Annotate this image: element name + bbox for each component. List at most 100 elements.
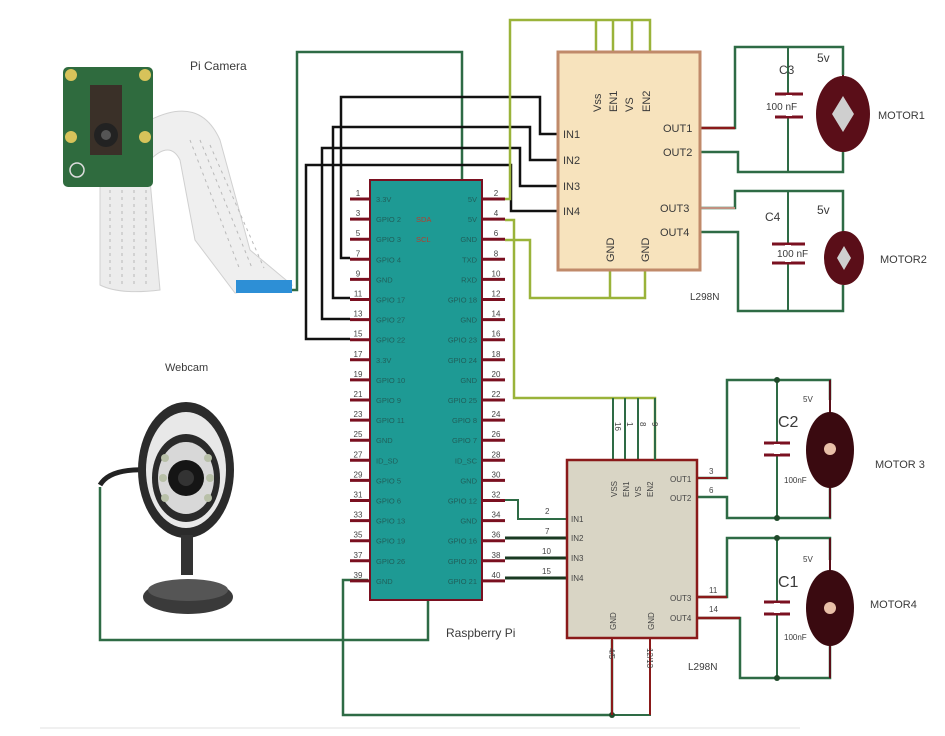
pi-pin-number: 16: [492, 330, 501, 339]
motor-4: [806, 538, 854, 678]
motor-3: [806, 380, 854, 518]
pi-pin-name: GND: [460, 316, 477, 325]
motor3-name: MOTOR 3: [875, 459, 925, 471]
pi-pin-name: GPIO 2: [376, 215, 401, 224]
wire-pi-in1-bottom: [505, 499, 567, 520]
l298n-top-out3: OUT3: [660, 203, 689, 215]
pi-pin-name: GPIO 5: [376, 476, 401, 485]
pi-pin-number: 11: [354, 290, 363, 299]
pi-pin-name: 5V: [468, 215, 477, 224]
pi-pin-name: GPIO 3: [376, 235, 401, 244]
pi-pin-name: GND: [460, 376, 477, 385]
motor4-voltage: 5V: [803, 555, 813, 564]
motor3-cap-value: 100nF: [784, 476, 807, 485]
motor1-cap-name: C3: [779, 63, 795, 77]
pi-pin-name: GND: [376, 275, 393, 284]
pi-pin-name: GND: [460, 476, 477, 485]
l298n-bottom-out4: OUT4: [670, 614, 692, 623]
motor2-cap-value: 100 nF: [777, 249, 808, 260]
l298n-top-pin-en1: EN1: [608, 91, 620, 112]
pi-pin-name: GPIO 13: [376, 517, 405, 526]
l298n-bottom-pinnum-vs: 8: [638, 422, 647, 427]
pi-pin-number: 37: [354, 551, 363, 560]
l298n-bottom-pin-vss: VSS: [610, 481, 619, 497]
pi-camera-label: Pi Camera: [190, 59, 247, 73]
pi-pin-name: GND: [376, 577, 393, 586]
motor4-cap-name: C1: [778, 574, 799, 591]
pi-pin-17: 173.3V: [350, 350, 391, 365]
ribbon-connector: [236, 280, 292, 293]
wire-camera-pi: [292, 50, 464, 292]
l298n-top-gnd2: GND: [640, 238, 652, 263]
pi-pin-number: 2: [494, 189, 499, 198]
pi-pin-name: GND: [460, 517, 477, 526]
pi-pin-name: GPIO 10: [376, 376, 405, 385]
l298n-bottom-in3: IN3: [571, 554, 584, 563]
l298n-top-in1: IN1: [563, 129, 580, 141]
l298n-top-in2: IN2: [563, 155, 580, 167]
l298n-bottom-in4: IN4: [571, 574, 584, 583]
motor1-name: MOTOR1: [878, 110, 925, 122]
l298n-bottom-out2: OUT2: [670, 494, 692, 503]
l298n-top-pin-vs: VS: [624, 97, 636, 112]
pi-pin-name: GPIO 11: [376, 416, 405, 425]
pi-pin-name: GPIO 18: [448, 296, 477, 305]
pi-pin-alt: SCL: [416, 235, 431, 244]
wire-5v-upper-driver: [505, 18, 652, 201]
pi-pin-number: 32: [492, 491, 501, 500]
pi-pin-name: GPIO 16: [448, 537, 477, 546]
pi-pin-number: 35: [354, 531, 363, 540]
pi-pin-name: GPIO 12: [448, 497, 477, 506]
pi-pin-number: 7: [356, 249, 361, 258]
pi-pin-name: GPIO 7: [452, 436, 477, 445]
pi-pin-name: GPIO 24: [448, 356, 477, 365]
motor2-name: MOTOR2: [880, 254, 927, 266]
pi-pin-number: 23: [354, 410, 363, 419]
l298n-top-out2: OUT2: [663, 147, 692, 159]
pi-pin-number: 29: [354, 470, 363, 479]
wire-gpio4-in1: [339, 95, 558, 260]
pi-pin-name: ID_SD: [376, 456, 399, 465]
l298n-bottom-pinnum-vss: 16: [613, 422, 622, 431]
wire-gpio17-in2: [331, 125, 558, 300]
wire-webcam-pi: [98, 487, 430, 642]
pi-pin-name: GPIO 8: [452, 416, 477, 425]
l298n-bottom-gnd2: GND: [647, 612, 656, 630]
capacitor-c3: [775, 92, 803, 119]
pi-pin-number: 33: [354, 511, 363, 520]
webcam-image: [97, 402, 234, 614]
l298n-bottom-in1-num: 2: [545, 507, 550, 516]
l298n-bottom-out3-num: 11: [709, 586, 718, 595]
pi-pin-number: 3: [356, 209, 361, 218]
l298n-bottom-out3: OUT3: [670, 594, 692, 603]
l298n-bottom-in2-num: 7: [545, 527, 550, 536]
pi-pin-name: GPIO 20: [448, 557, 477, 566]
l298n-bottom-gnd1: GND: [609, 612, 618, 630]
wire-gpio27-in3: [320, 146, 558, 321]
webcam-label: Webcam: [165, 362, 208, 374]
l298n-bottom-out2-num: 6: [709, 486, 714, 495]
motor-1: [816, 75, 870, 152]
pi-pin-1: 13.3V: [350, 189, 391, 204]
pi-pin-number: 13: [354, 310, 363, 319]
pi-pin-number: 18: [492, 350, 501, 359]
pi-pin-name: GPIO 25: [448, 396, 477, 405]
pi-pin-number: 36: [492, 531, 501, 540]
pi-pin-number: 1: [356, 189, 361, 198]
